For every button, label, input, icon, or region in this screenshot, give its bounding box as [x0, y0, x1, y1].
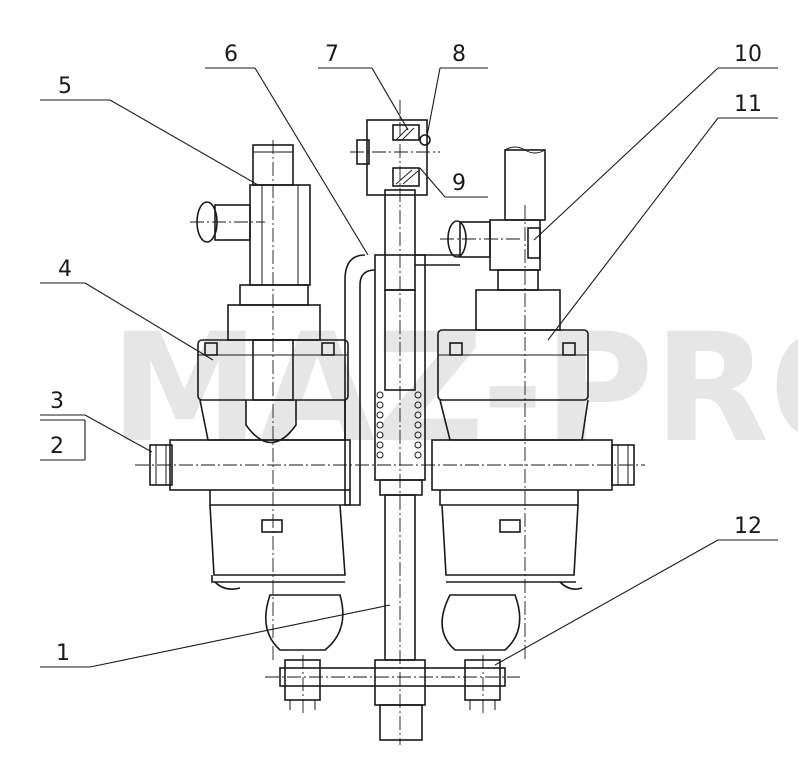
leader-lines	[40, 67, 778, 668]
right-plug	[611, 444, 635, 486]
tube-6	[344, 254, 376, 506]
left-side-port	[214, 204, 251, 241]
left-valve	[149, 144, 351, 651]
callout-4: 4	[58, 257, 72, 282]
callout-12: 12	[734, 514, 762, 539]
right-flange-body	[437, 329, 589, 401]
callout-3: 3	[50, 389, 64, 414]
callout-10: 10	[734, 42, 762, 67]
callout-8: 8	[452, 42, 466, 67]
clevis-12	[464, 659, 501, 701]
callout-1: 1	[56, 641, 70, 666]
left-bottom-cap	[264, 594, 344, 651]
top-bracket	[366, 119, 428, 196]
left-hex-fitting	[249, 184, 311, 286]
callout-9: 9	[452, 171, 466, 196]
spring	[376, 391, 422, 459]
centerlines	[135, 100, 645, 745]
callout-11: 11	[734, 92, 762, 117]
cotter-pin-8	[419, 134, 431, 146]
callout-7: 7	[325, 42, 339, 67]
watermark: MAZ-PRO	[110, 302, 798, 476]
right-bottom-cap	[441, 594, 521, 651]
left-plug-3	[149, 444, 173, 486]
callout-labels: 1 2 3 4 5 6 7 8 9 10 11 12	[50, 42, 762, 666]
callout-5: 5	[58, 74, 72, 99]
callout-6: 6	[224, 42, 238, 67]
crossbar	[279, 667, 506, 687]
callout-2: 2	[50, 434, 64, 459]
